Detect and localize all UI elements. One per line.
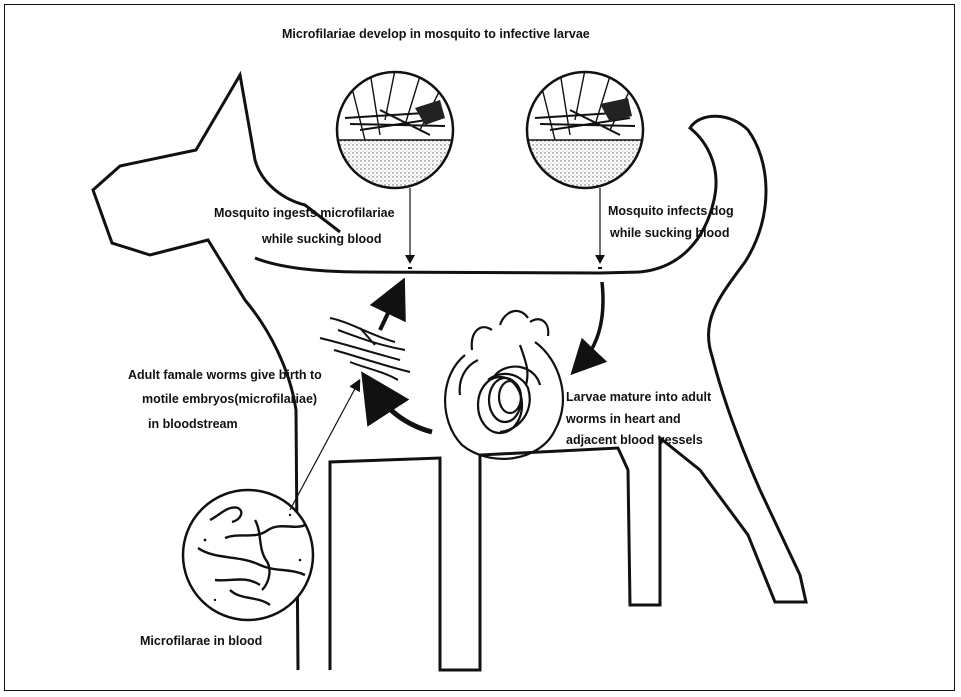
mature-label-line3: adjacent blood vessels [566, 432, 703, 448]
mature-label-line2: worms in heart and [566, 411, 681, 427]
embryos-in-bloodstream [320, 318, 410, 380]
dog-back-line [255, 258, 640, 273]
infect-label-line2: while sucking blood [610, 225, 729, 241]
arrow-up-to-mosquito [380, 292, 398, 330]
blood-caption: Microfilarae in blood [140, 633, 262, 649]
top-caption: Microfilariae develop in mosquito to inf… [282, 26, 590, 42]
arrow-heart-to-bloodstream [372, 388, 432, 432]
infect-label-line1: Mosquito infects dog [608, 203, 734, 219]
ingest-label-line2: while sucking blood [262, 231, 381, 247]
microfilariae-blood-circle [183, 490, 313, 620]
heart-with-adult-worms [445, 311, 563, 459]
mosquito-infect-circle [520, 70, 650, 200]
ingest-label-line1: Mosquito ingests microfilariae [214, 205, 395, 221]
birth-label-line1: Adult famale worms give birth to [128, 367, 322, 383]
birth-label-line2: motile embryos(microfilariae) [142, 391, 317, 407]
arrow-down-to-heart [580, 282, 603, 365]
birth-label-line3: in bloodstream [148, 416, 238, 432]
mature-label-line1: Larvae mature into adult [566, 389, 711, 405]
mosquito-ingest-circle [330, 70, 460, 200]
